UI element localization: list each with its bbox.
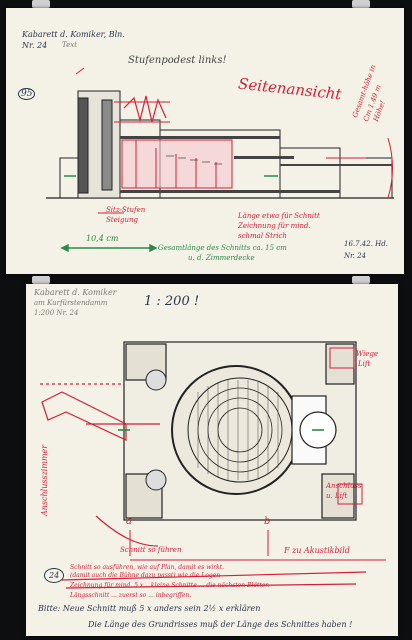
scale-note: 1 : 200 !: [144, 294, 200, 309]
circle-note: 24: [44, 568, 65, 583]
scale-note: 10,4 cm: [86, 234, 119, 243]
bottom-note-3: schmal Strich: [238, 232, 287, 240]
binder-clip-mid-right: [352, 276, 370, 284]
header-line-1: Kabarett d. Komiker: [34, 288, 117, 297]
red-note-2: (damit auch die Bühne dazu passt) wie di…: [70, 572, 221, 579]
right-note-2b: u. Lift: [326, 492, 348, 500]
section-label-schnitt: Schnitt so führen: [120, 546, 182, 554]
red-note-3: Zeichnung für mind. 5 x... kleine Schnit…: [70, 582, 270, 589]
right-note-2a: Anschluss: [326, 482, 362, 490]
bottom-line-2: Die Länge des Grundrisses muß der Länge …: [88, 620, 353, 629]
length-note-1: Gesamtlänge des Schnitts ca. 15 cm: [158, 244, 287, 252]
header-line-2: am Kurfürstendamm: [34, 299, 108, 307]
left-note-1: Sitz-Stufen: [106, 206, 146, 214]
title-note: Stufenpodest links!: [128, 55, 227, 66]
length-note-2: u. d. Zimmerdecke: [188, 254, 255, 262]
date-note: 16.7.42. Hd.: [344, 240, 388, 248]
page-mark: 95: [18, 88, 36, 100]
right-note-1b: Lift: [358, 360, 371, 368]
number-note: Nr. 24: [344, 252, 367, 260]
bottom-line-1: Bitte: Neue Schnitt muß 5 x anders sein …: [38, 604, 261, 613]
section-label-f: F zu Akustikbild: [284, 546, 350, 555]
header-line-3: 1:200 Nr. 24: [34, 309, 79, 317]
red-note-1: Schnitt so ausführen, wie auf Plan, dami…: [70, 564, 225, 571]
bottom-drawing-sheet: Kabarett d. Komiker am Kurfürstendamm 1:…: [26, 284, 398, 636]
bottom-note-2: Zeichnung für mind.: [238, 222, 311, 230]
binder-clip-top-left: [32, 0, 50, 8]
left-vertical-note: Anschlusszimmer: [40, 444, 49, 516]
binder-clip-mid-left: [32, 276, 50, 284]
header-line-2: Nr. 24: [22, 41, 48, 50]
binder-clip-top-right: [352, 0, 370, 8]
left-note-2: Steigung: [106, 216, 138, 224]
top-drawing-sheet: Kabarett d. Komiker, Bln. Nr. 24 Text 95…: [6, 8, 404, 274]
section-label-a: a: [126, 516, 132, 527]
red-note-4: Längsschnitt ... zuerst so ... inbegriff…: [70, 592, 192, 599]
section-drawing: [46, 67, 394, 253]
floor-plan-drawing: [40, 341, 386, 589]
header-line-1: Kabarett d. Komiker, Bln.: [22, 30, 125, 39]
section-label-b: b: [264, 516, 271, 527]
right-note-1a: Wiege: [356, 350, 379, 358]
bottom-note-1: Länge etwa für Schnitt: [238, 212, 320, 220]
header-pencil-note: Text: [62, 41, 78, 49]
